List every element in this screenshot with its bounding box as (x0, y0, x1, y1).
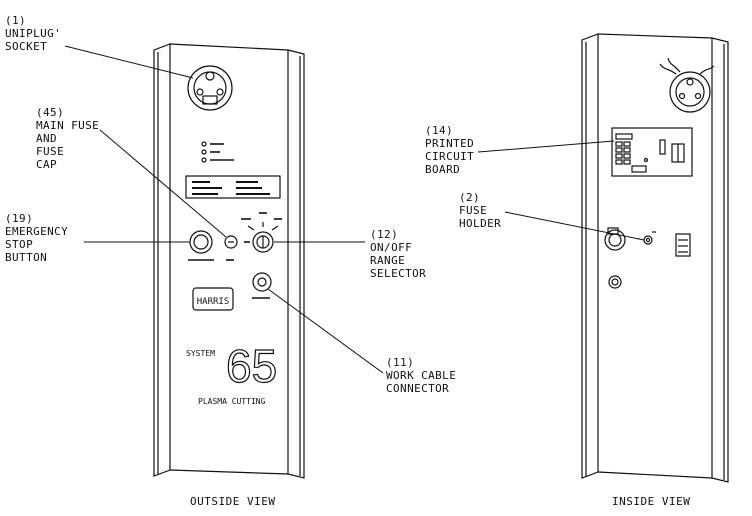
leader-lines (64, 45, 645, 374)
callout-pcb: (14) PRINTED CIRCUIT BOARD (425, 124, 475, 176)
emergency-stop-button (188, 230, 214, 261)
leader-pcb (477, 140, 615, 153)
inside-panel (581, 33, 729, 483)
harris-logo: HARRIS (197, 297, 230, 307)
outside-panel (153, 43, 305, 479)
callout-fuse-holder: (2) FUSE HOLDER (459, 191, 502, 230)
uniplug-socket (187, 65, 233, 111)
callout-uniplug-socket: (1) UNIPLUG' SOCKET (5, 14, 62, 53)
main-fuse-cap (224, 235, 238, 261)
plasma-cutting-label: PLASMA CUTTING (198, 397, 266, 406)
inside-view-caption: INSIDE VIEW (612, 495, 691, 508)
rear-range-switch (604, 227, 626, 251)
rear-uniplug (659, 57, 715, 113)
rear-work-connector (608, 275, 622, 289)
system-label: SYSTEM (186, 349, 215, 358)
callout-work-cable: (11) WORK CABLE CONNECTOR (386, 356, 457, 395)
leader-work-cable (267, 288, 384, 374)
callout-emergency-stop: (19) EMERGENCY STOP BUTTON (5, 212, 69, 264)
printed-circuit-board (611, 127, 693, 177)
range-selector-knob (241, 212, 282, 253)
callout-main-fuse: (45) MAIN FUSE AND FUSE CAP (36, 106, 100, 171)
instruction-label (185, 175, 281, 199)
callout-range-selector: (12) ON/OFF RANGE SELECTOR (370, 228, 427, 280)
fuse-holder (643, 231, 656, 245)
indicator-lights (201, 141, 234, 163)
model-number: 65 (226, 340, 277, 392)
logo-box (192, 287, 234, 311)
leader-fuse-holder (504, 211, 645, 241)
work-cable-connector (252, 272, 272, 299)
leader-main-fuse (99, 129, 227, 238)
leader-uniplug (64, 45, 194, 79)
outside-view-caption: OUTSIDE VIEW (190, 495, 276, 508)
terminal-block (675, 233, 691, 257)
